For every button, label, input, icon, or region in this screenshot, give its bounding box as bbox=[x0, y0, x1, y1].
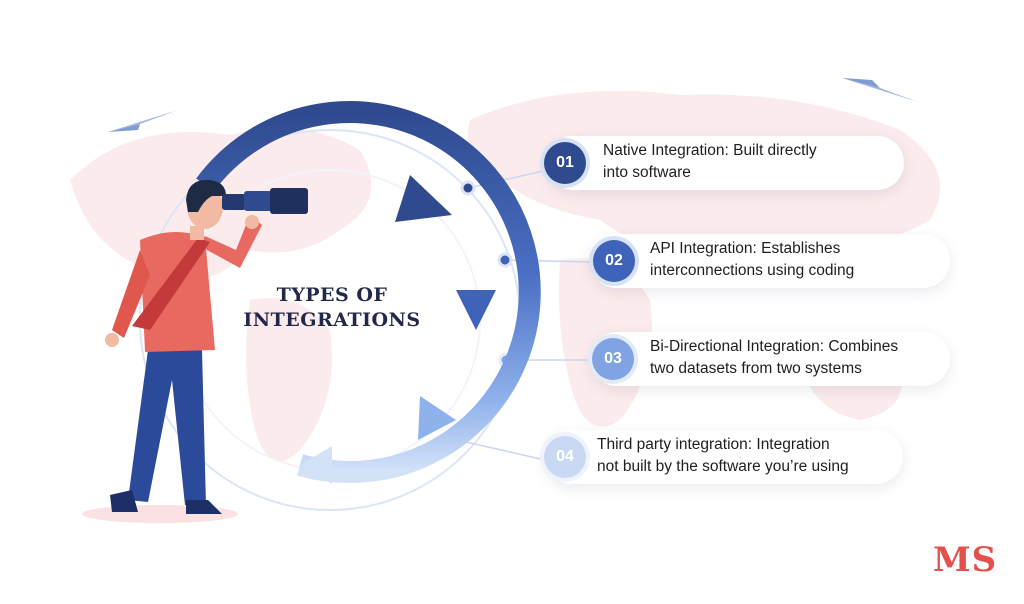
number-badge-4: 04 bbox=[544, 436, 586, 478]
integration-text-2: API Integration: Establishes interconnec… bbox=[650, 238, 950, 282]
badge-number: 01 bbox=[556, 154, 574, 171]
integration-text-4: Third party integration: Integration not… bbox=[597, 434, 897, 478]
person-illustration bbox=[82, 179, 262, 523]
badge-number: 02 bbox=[605, 252, 623, 269]
text-line: Third party integration: Integration bbox=[597, 436, 830, 453]
arrow-head bbox=[456, 290, 496, 330]
connector-dot bbox=[460, 180, 476, 196]
text-line: not built by the software you’re using bbox=[597, 458, 849, 475]
text-line: interconnections using coding bbox=[650, 262, 855, 279]
connector-dot bbox=[497, 252, 513, 268]
integration-card-3 bbox=[590, 332, 950, 386]
arrow-head bbox=[395, 175, 452, 222]
title-line-1: TYPES OF bbox=[276, 284, 388, 306]
integration-card-2 bbox=[590, 234, 950, 288]
arrow-head bbox=[300, 446, 332, 484]
cycle-arc bbox=[196, 101, 541, 483]
paper-plane-icon bbox=[108, 110, 178, 132]
paper-plane-icon bbox=[842, 78, 918, 102]
arrow-head bbox=[418, 396, 456, 440]
integration-text-3: Bi-Directional Integration: Combines two… bbox=[650, 336, 950, 380]
brand-logo: MS bbox=[933, 540, 998, 580]
badge-number: 04 bbox=[556, 448, 574, 465]
number-badge-2: 02 bbox=[593, 240, 635, 282]
integration-text-1: Native Integration: Built directly into … bbox=[603, 140, 903, 184]
integration-card-4 bbox=[545, 430, 903, 484]
telescope-icon bbox=[222, 188, 308, 229]
diagram-title: TYPES OF INTEGRATIONS bbox=[232, 283, 432, 333]
number-badge-1: 01 bbox=[544, 142, 586, 184]
title-line-2: INTEGRATIONS bbox=[243, 309, 421, 331]
text-line: into software bbox=[603, 164, 691, 181]
integration-card-1 bbox=[546, 136, 904, 190]
number-badge-3: 03 bbox=[592, 338, 634, 380]
text-line: Native Integration: Built directly bbox=[603, 142, 817, 159]
text-line: two datasets from two systems bbox=[650, 360, 862, 377]
badge-number: 03 bbox=[604, 350, 622, 367]
text-line: API Integration: Establishes bbox=[650, 240, 841, 257]
text-line: Bi-Directional Integration: Combines bbox=[650, 338, 899, 355]
